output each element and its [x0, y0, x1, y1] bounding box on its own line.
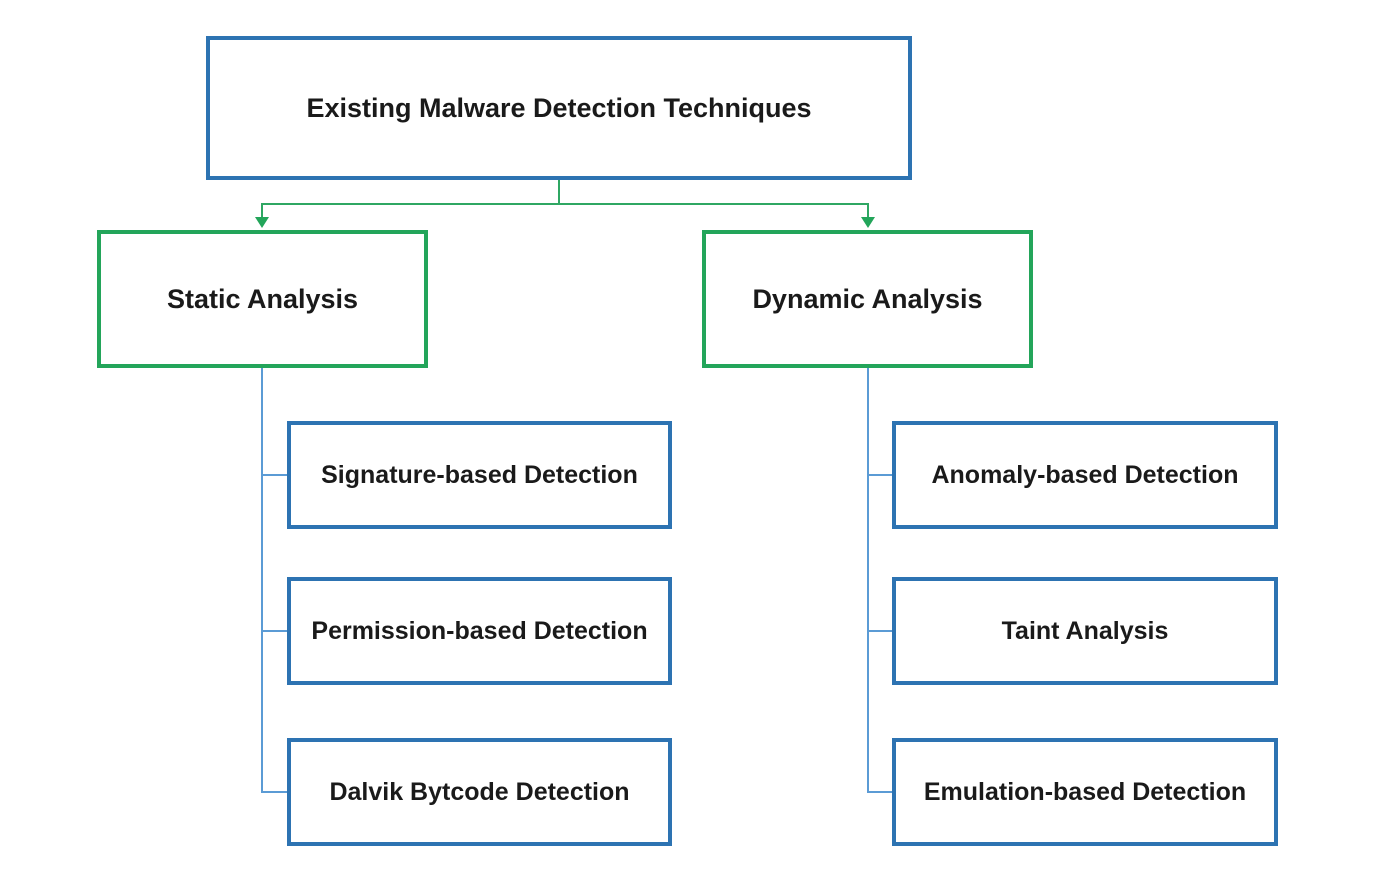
node-dalvik-bytcode-detection: Dalvik Bytcode Detection — [287, 738, 672, 846]
node-existing-malware-detection-techniques: Existing Malware Detection Techniques — [206, 36, 912, 180]
node-label: Existing Malware Detection Techniques — [306, 92, 812, 123]
node-label: Signature-based Detection — [321, 460, 638, 489]
connector-root-stem — [558, 180, 560, 205]
connector-stub-anomaly — [868, 474, 894, 476]
connector-drop-static — [261, 203, 263, 219]
connector-stub-signature — [262, 474, 288, 476]
node-label: Dynamic Analysis — [752, 283, 983, 314]
connector-dynamic-trunk — [867, 368, 869, 793]
node-label: Static Analysis — [166, 283, 359, 314]
node-emulation-based-detection: Emulation-based Detection — [892, 738, 1278, 846]
arrow-down-icon — [861, 217, 875, 228]
connector-stub-dalvik — [262, 791, 288, 793]
connector-stub-taint — [868, 630, 894, 632]
arrow-down-icon — [255, 217, 269, 228]
node-permission-based-detection: Permission-based Detection — [287, 577, 672, 685]
node-static-analysis: Static Analysis — [97, 230, 428, 368]
node-label: Dalvik Bytcode Detection — [329, 777, 630, 806]
connector-stub-emulation — [868, 791, 894, 793]
connector-drop-dynamic — [867, 203, 869, 219]
connector-branch-split — [262, 203, 869, 205]
node-dynamic-analysis: Dynamic Analysis — [702, 230, 1033, 368]
node-label: Anomaly-based Detection — [931, 460, 1239, 489]
node-label: Permission-based Detection — [311, 616, 648, 645]
connector-stub-permission — [262, 630, 288, 632]
node-taint-analysis: Taint Analysis — [892, 577, 1278, 685]
node-label: Emulation-based Detection — [923, 777, 1247, 806]
node-anomaly-based-detection: Anomaly-based Detection — [892, 421, 1278, 529]
connector-static-trunk — [261, 368, 263, 793]
node-label: Taint Analysis — [1001, 616, 1169, 645]
node-signature-based-detection: Signature-based Detection — [287, 421, 672, 529]
